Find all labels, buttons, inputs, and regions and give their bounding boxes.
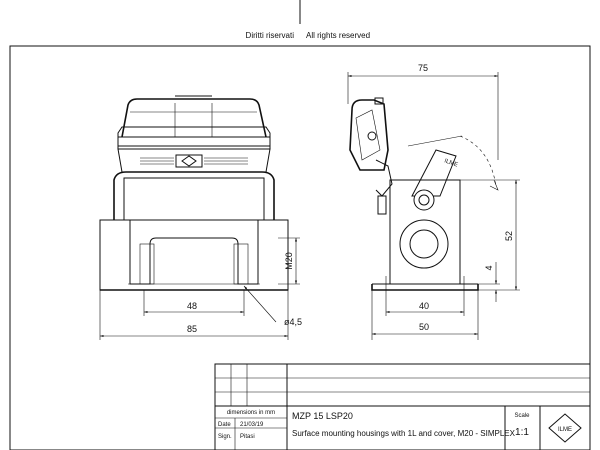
side-cable-entry xyxy=(399,219,449,269)
front-width-dimension: 85 xyxy=(187,324,197,334)
front-base-dimension: 48 xyxy=(187,301,197,311)
sign-label: Sign. xyxy=(218,434,232,440)
title-block: dimensions in mm Date 21/03/19 Sign. Pit… xyxy=(214,363,591,450)
side-height-dimension: 52 xyxy=(504,231,514,241)
svg-text:ILME: ILME xyxy=(558,427,572,433)
side-lever-logo: ILME xyxy=(443,158,458,168)
front-thread-dimension: M20 xyxy=(284,252,294,270)
sign-value: Pitasi xyxy=(240,434,255,440)
scale-value: 1:1 xyxy=(515,427,529,438)
front-logo-icon xyxy=(140,154,248,168)
side-base-dimension: 50 xyxy=(419,322,429,332)
company-logo-icon: ILME xyxy=(548,413,582,443)
part-description: Surface mounting housings with 1L and co… xyxy=(292,429,516,438)
part-code: MZP 15 LSP20 xyxy=(292,411,353,421)
date-label: Date xyxy=(218,422,231,428)
front-hole-dimension: ø4,5 xyxy=(284,317,302,327)
side-lever xyxy=(411,149,457,197)
units-note: dimensions in mm xyxy=(227,410,275,416)
date-value: 21/03/19 xyxy=(240,422,264,428)
side-view: ILME 75 52 4 40 50 xyxy=(347,63,520,340)
front-cover-top xyxy=(121,98,267,138)
side-cover-profile xyxy=(349,99,389,171)
rights-reserved-en: All rights reserved xyxy=(306,31,370,40)
side-lever-swing-arc xyxy=(459,135,497,187)
front-lever-arms xyxy=(113,171,275,220)
drawing-frame xyxy=(9,45,591,450)
front-base-body xyxy=(99,219,289,291)
side-inner-dimension: 40 xyxy=(419,301,429,311)
front-logo-band xyxy=(117,148,271,173)
scale-label: Scale xyxy=(514,413,530,419)
side-flange-dimension: 4 xyxy=(484,265,494,270)
side-width-dimension: 75 xyxy=(418,63,428,73)
rights-reserved-it: Diritti riservati xyxy=(246,31,295,40)
front-view: M20 48 85 ø4,5 xyxy=(99,95,302,340)
